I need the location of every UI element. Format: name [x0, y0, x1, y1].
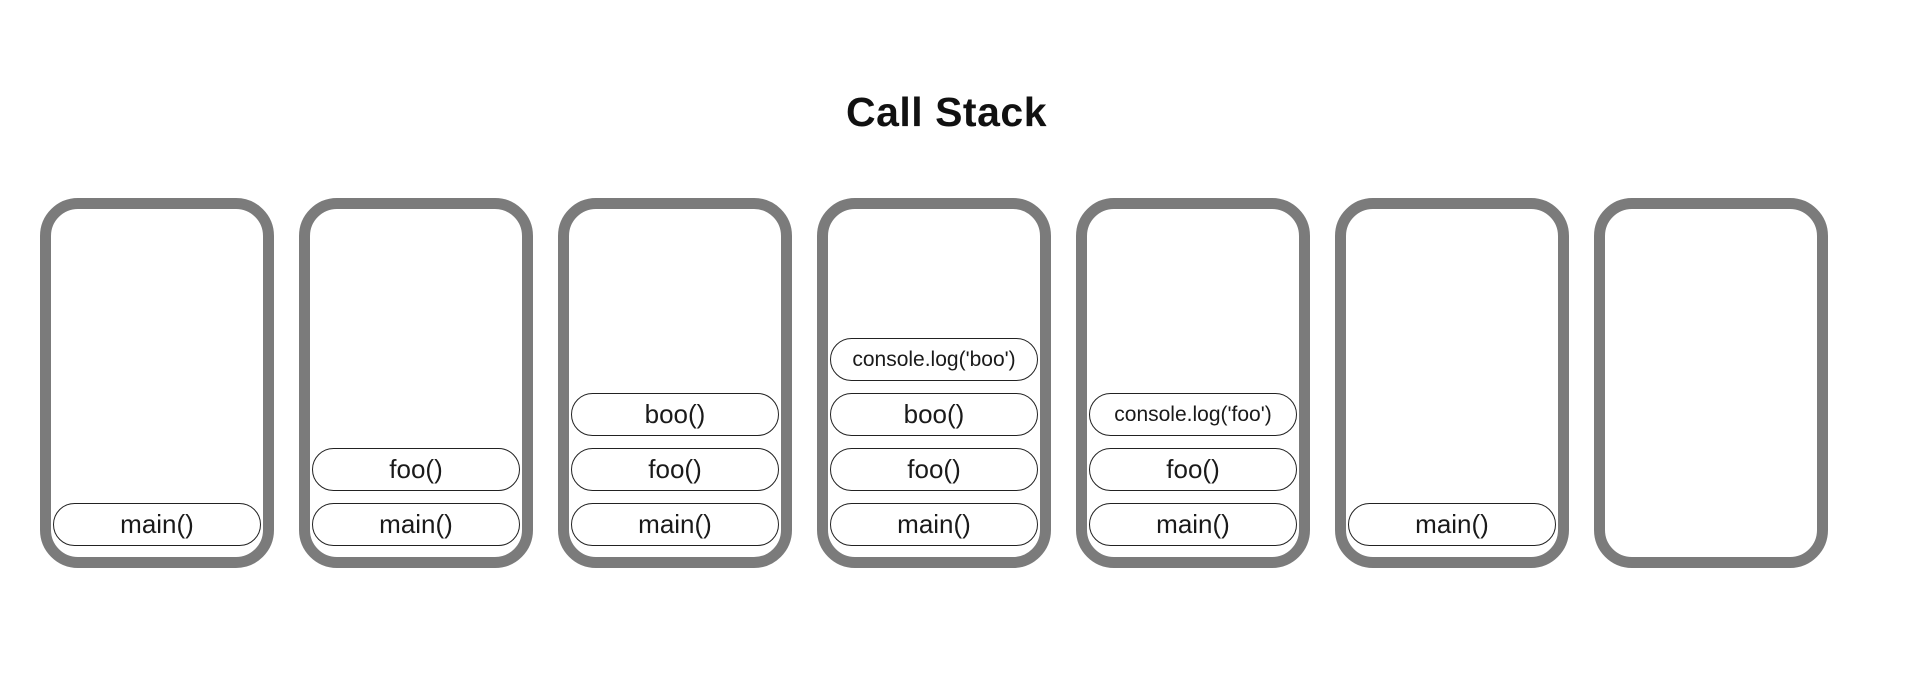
stack-frame: console.log('boo') boo() foo() main() — [817, 198, 1051, 568]
stack-frame: main() — [40, 198, 274, 568]
call-stack-diagram: Call Stack main() foo() main() boo() foo() ma… — [40, 0, 1853, 568]
stack-item-pill: foo() — [571, 448, 779, 491]
stack-item-pill: main() — [53, 503, 261, 546]
stack-frame: foo() main() — [299, 198, 533, 568]
stack-item-pill: foo() — [1089, 448, 1297, 491]
stack-frame: console.log('foo') foo() main() — [1076, 198, 1310, 568]
stack-item-pill: foo() — [830, 448, 1038, 491]
stack-item-pill: foo() — [312, 448, 520, 491]
stack-frame: main() — [1335, 198, 1569, 568]
stack-item-pill: boo() — [571, 393, 779, 436]
call-stack-frames: main()foo()main()boo()foo()main()console… — [40, 198, 1853, 568]
stack-item-pill: console.log('boo') — [830, 338, 1038, 381]
stack-item-pill: main() — [1089, 503, 1297, 546]
stack-item-pill: console.log('foo') — [1089, 393, 1297, 436]
stack-item-pill: main() — [312, 503, 520, 546]
stack-item-pill: main() — [830, 503, 1038, 546]
stack-frame — [1594, 198, 1828, 568]
stack-item-pill: boo() — [830, 393, 1038, 436]
page-title: Call Stack — [846, 89, 1047, 135]
stack-frame: boo() foo() main() — [558, 198, 792, 568]
stack-item-pill: main() — [571, 503, 779, 546]
stack-item-pill: main() — [1348, 503, 1556, 546]
